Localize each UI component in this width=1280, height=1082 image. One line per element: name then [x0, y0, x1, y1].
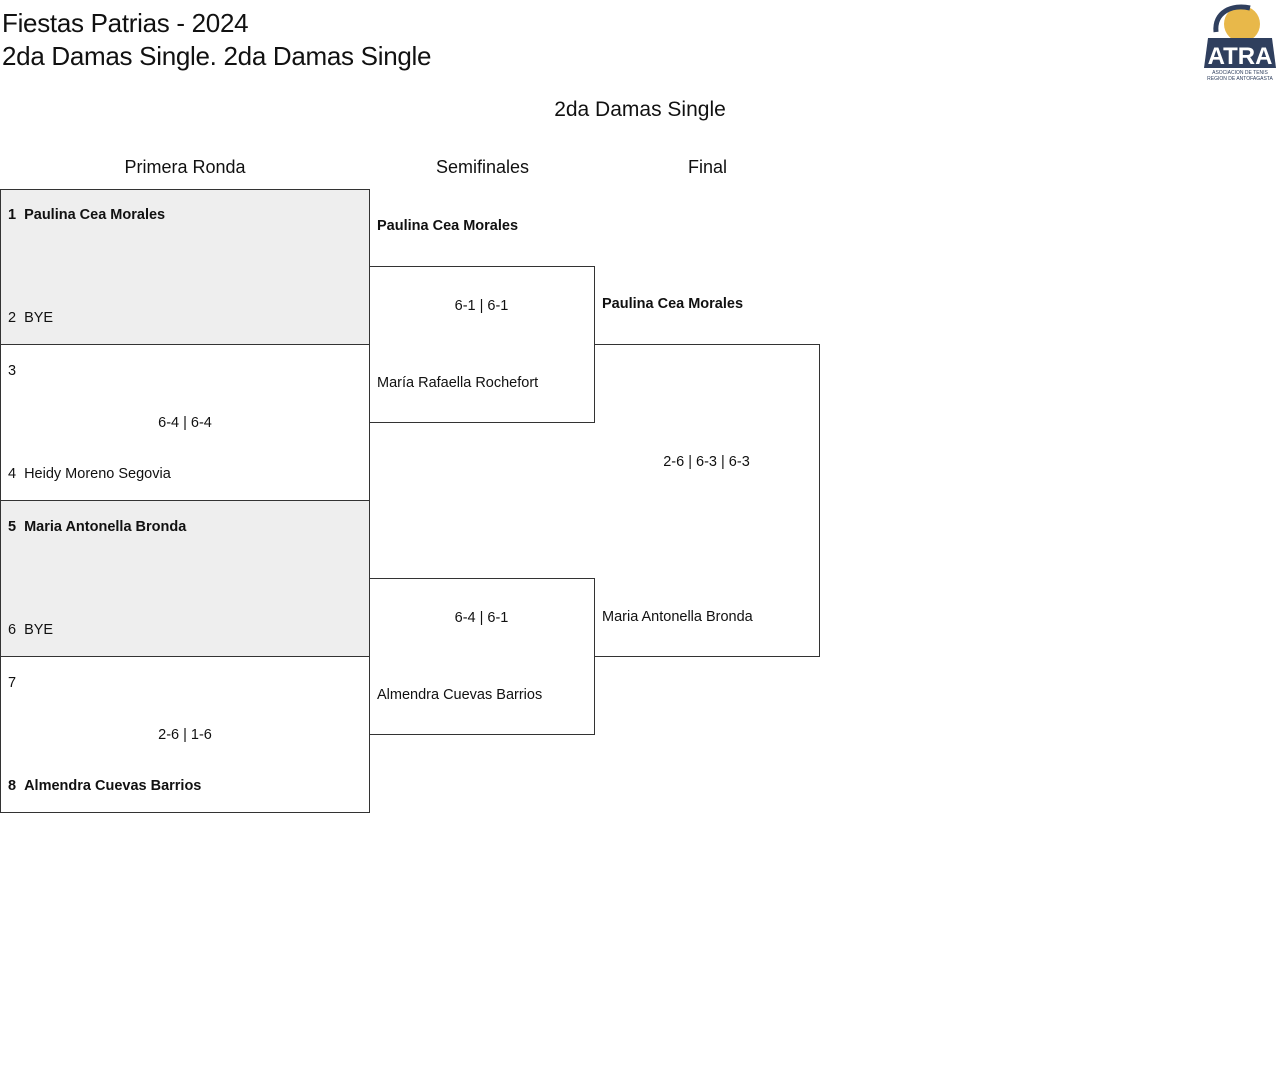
player-name: Heidy Moreno Segovia: [24, 466, 171, 482]
match-score: 2-6 | 6-3 | 6-3: [663, 454, 750, 470]
final-bottom-player: Maria Antonella Bronda: [602, 609, 753, 625]
player-name: BYE: [24, 310, 54, 326]
match-r1-1: 1 Paulina Cea Morales 2 BYE: [0, 189, 370, 345]
player-bottom: 4 Heidy Moreno Segovia: [8, 466, 171, 482]
match-score: 2-6 | 1-6: [158, 727, 212, 743]
player-name: BYE: [24, 622, 54, 638]
match-score: 6-1 | 6-1: [454, 298, 509, 314]
player-name: Almendra Cuevas Barrios: [24, 778, 202, 794]
match-score: 6-4 | 6-4: [158, 415, 212, 431]
category-title: 2da Damas Single. 2da Damas Single: [2, 41, 432, 71]
seed: 4: [8, 466, 17, 482]
player-bottom: 2 BYE: [8, 310, 53, 326]
semi-2-bottom-player: Almendra Cuevas Barrios: [377, 687, 543, 703]
player-top: 3: [8, 363, 24, 379]
match-r1-2: 3 6-4 | 6-4 4 Heidy Moreno Segovia: [0, 344, 370, 501]
player-bottom: 8 Almendra Cuevas Barrios: [8, 778, 201, 794]
atra-logo: ATRA ASOCIACION DE TENIS REGION DE ANTOF…: [1202, 2, 1278, 82]
match-r1-4: 7 2-6 | 1-6 8 Almendra Cuevas Barrios: [0, 656, 370, 813]
match-semi-1: 6-1 | 6-1 María Rafaella Rochefort: [369, 266, 595, 423]
player-name: Maria Antonella Bronda: [24, 519, 187, 535]
round-header-semis: Semifinales: [435, 157, 530, 177]
seed: 7: [8, 675, 17, 691]
round-header-first: Primera Ronda: [124, 157, 246, 177]
player-bottom: 6 BYE: [8, 622, 53, 638]
svg-text:ASOCIACION DE TENIS: ASOCIACION DE TENIS: [1212, 70, 1268, 76]
seed: 2: [8, 310, 17, 326]
seed: 6: [8, 622, 17, 638]
match-final: 2-6 | 6-3 | 6-3 Maria Antonella Bronda: [594, 344, 820, 657]
svg-text:ATRA: ATRA: [1208, 43, 1273, 70]
seed: 5: [8, 519, 17, 535]
event-title: Fiestas Patrias - 2024: [2, 8, 249, 38]
player-top: 7: [8, 675, 24, 691]
player-name: Paulina Cea Morales: [24, 207, 166, 223]
match-r1-3: 5 Maria Antonella Bronda 6 BYE: [0, 500, 370, 657]
final-top-player: Paulina Cea Morales: [602, 296, 744, 312]
draw-title: 2da Damas Single: [554, 98, 726, 121]
round-header-final: Final: [687, 157, 727, 177]
semi-1-bottom-player: María Rafaella Rochefort: [377, 375, 539, 391]
match-semi-2: 6-4 | 6-1 Almendra Cuevas Barrios: [369, 578, 595, 735]
semi-1-top-player: Paulina Cea Morales: [377, 218, 519, 234]
player-top: 5 Maria Antonella Bronda: [8, 519, 186, 535]
match-score: 6-4 | 6-1: [454, 610, 509, 626]
svg-text:REGION DE ANTOFAGASTA: REGION DE ANTOFAGASTA: [1207, 76, 1273, 82]
seed: 1: [8, 207, 17, 223]
seed: 3: [8, 363, 17, 379]
player-top: 1 Paulina Cea Morales: [8, 207, 165, 223]
seed: 8: [8, 778, 17, 794]
